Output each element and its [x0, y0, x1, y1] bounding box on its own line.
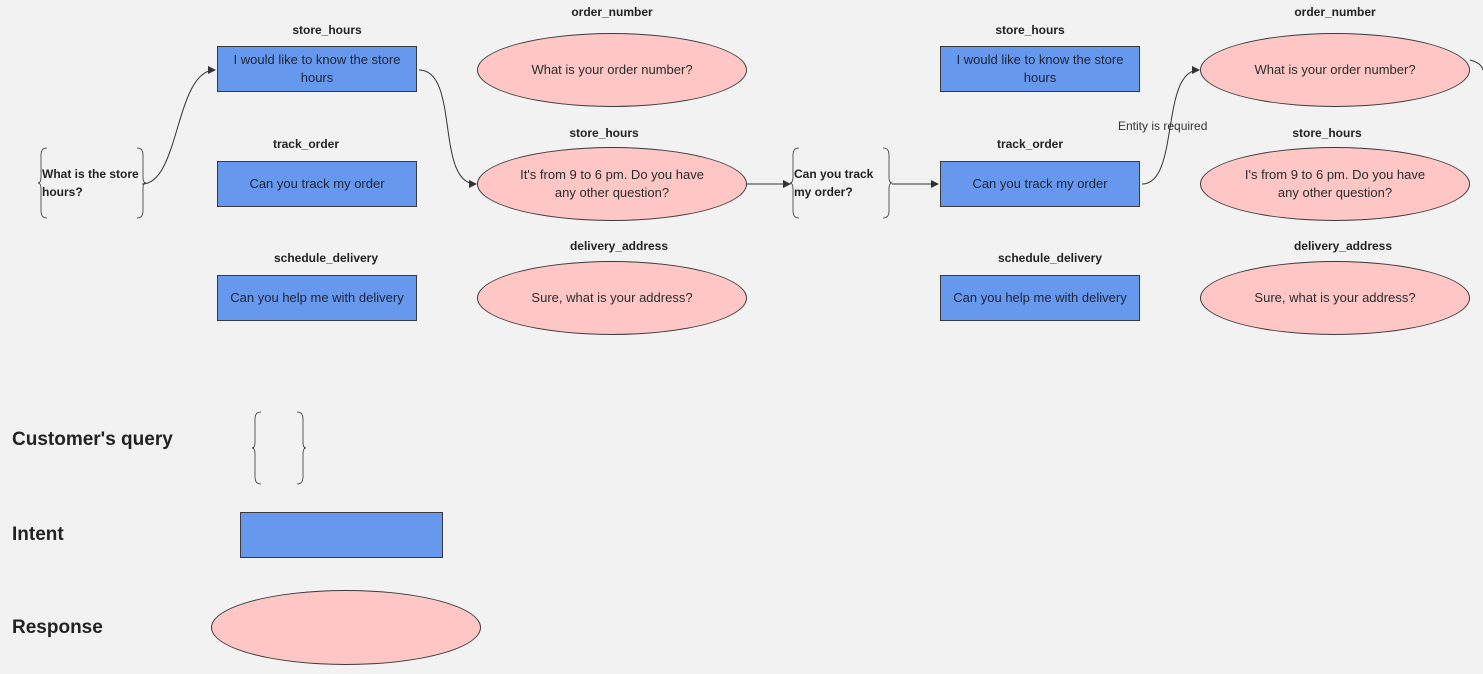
customer-query-right-text: Can you track my order?	[794, 167, 874, 199]
legend-query-label: Customer's query	[12, 429, 173, 450]
response-name-store-hours-left: store_hours	[569, 126, 639, 140]
intent-box-track-order-left[interactable]: Can you track my order	[217, 161, 417, 207]
intent-name-schedule-delivery-left: schedule_delivery	[273, 251, 379, 265]
response-name-delivery-address-left: delivery_address	[569, 239, 669, 253]
customer-query-left: What is the store hours?	[38, 147, 146, 219]
intent-box-schedule-delivery-right[interactable]: Can you help me with delivery	[940, 275, 1140, 321]
intent-name-track-order-right: track_order	[996, 137, 1064, 151]
response-name-order-number-right: order_number	[1294, 5, 1376, 19]
right-brace-icon	[296, 411, 306, 485]
intent-box-track-order-right[interactable]: Can you track my order	[940, 161, 1140, 207]
response-name-order-number-left: order_number	[571, 5, 653, 19]
right-brace-icon	[136, 147, 146, 219]
intent-name-store-hours-right: store_hours	[995, 23, 1065, 37]
response-ellipse-delivery-address-right[interactable]: Sure, what is your address?	[1200, 261, 1470, 335]
left-brace-icon	[252, 411, 262, 485]
edge-continuation	[1469, 59, 1483, 71]
intent-box-store-hours-left[interactable]: I would like to know the store hours	[217, 46, 417, 92]
left-brace-icon	[38, 147, 48, 219]
customer-query-left-text: What is the store hours?	[42, 167, 139, 199]
intent-name-track-order-left: track_order	[272, 137, 340, 151]
edge-intent-to-store-hours-response	[418, 69, 477, 188]
response-ellipse-order-number-right[interactable]: What is your order number?	[1200, 33, 1470, 107]
customer-query-right: Can you track my order?	[790, 147, 892, 219]
response-ellipse-store-hours-left[interactable]: It's from 9 to 6 pm. Do you have any oth…	[477, 147, 747, 221]
legend-query-swatch	[252, 411, 306, 485]
intent-name-schedule-delivery-right: schedule_delivery	[997, 251, 1103, 265]
legend-intent-label: Intent	[12, 524, 64, 545]
response-ellipse-order-number-left[interactable]: What is your order number?	[477, 33, 747, 107]
legend-intent-swatch	[240, 512, 443, 558]
edge-query-to-store-hours-intent	[141, 66, 216, 185]
right-brace-icon	[882, 147, 892, 219]
response-ellipse-delivery-address-left[interactable]: Sure, what is your address?	[477, 261, 747, 335]
legend-response-swatch	[211, 590, 481, 665]
intent-name-store-hours-left: store_hours	[292, 23, 362, 37]
intent-box-schedule-delivery-left[interactable]: Can you help me with delivery	[217, 275, 417, 321]
left-brace-icon	[790, 147, 800, 219]
intent-box-store-hours-right[interactable]: I would like to know the store hours	[940, 46, 1140, 92]
response-name-store-hours-right: store_hours	[1292, 126, 1362, 140]
edge-label-entity-required: Entity is required	[1118, 119, 1208, 133]
legend-response-label: Response	[12, 617, 103, 638]
response-name-delivery-address-right: delivery_address	[1293, 239, 1393, 253]
response-ellipse-store-hours-right[interactable]: I's from 9 to 6 pm. Do you have any othe…	[1200, 147, 1470, 221]
